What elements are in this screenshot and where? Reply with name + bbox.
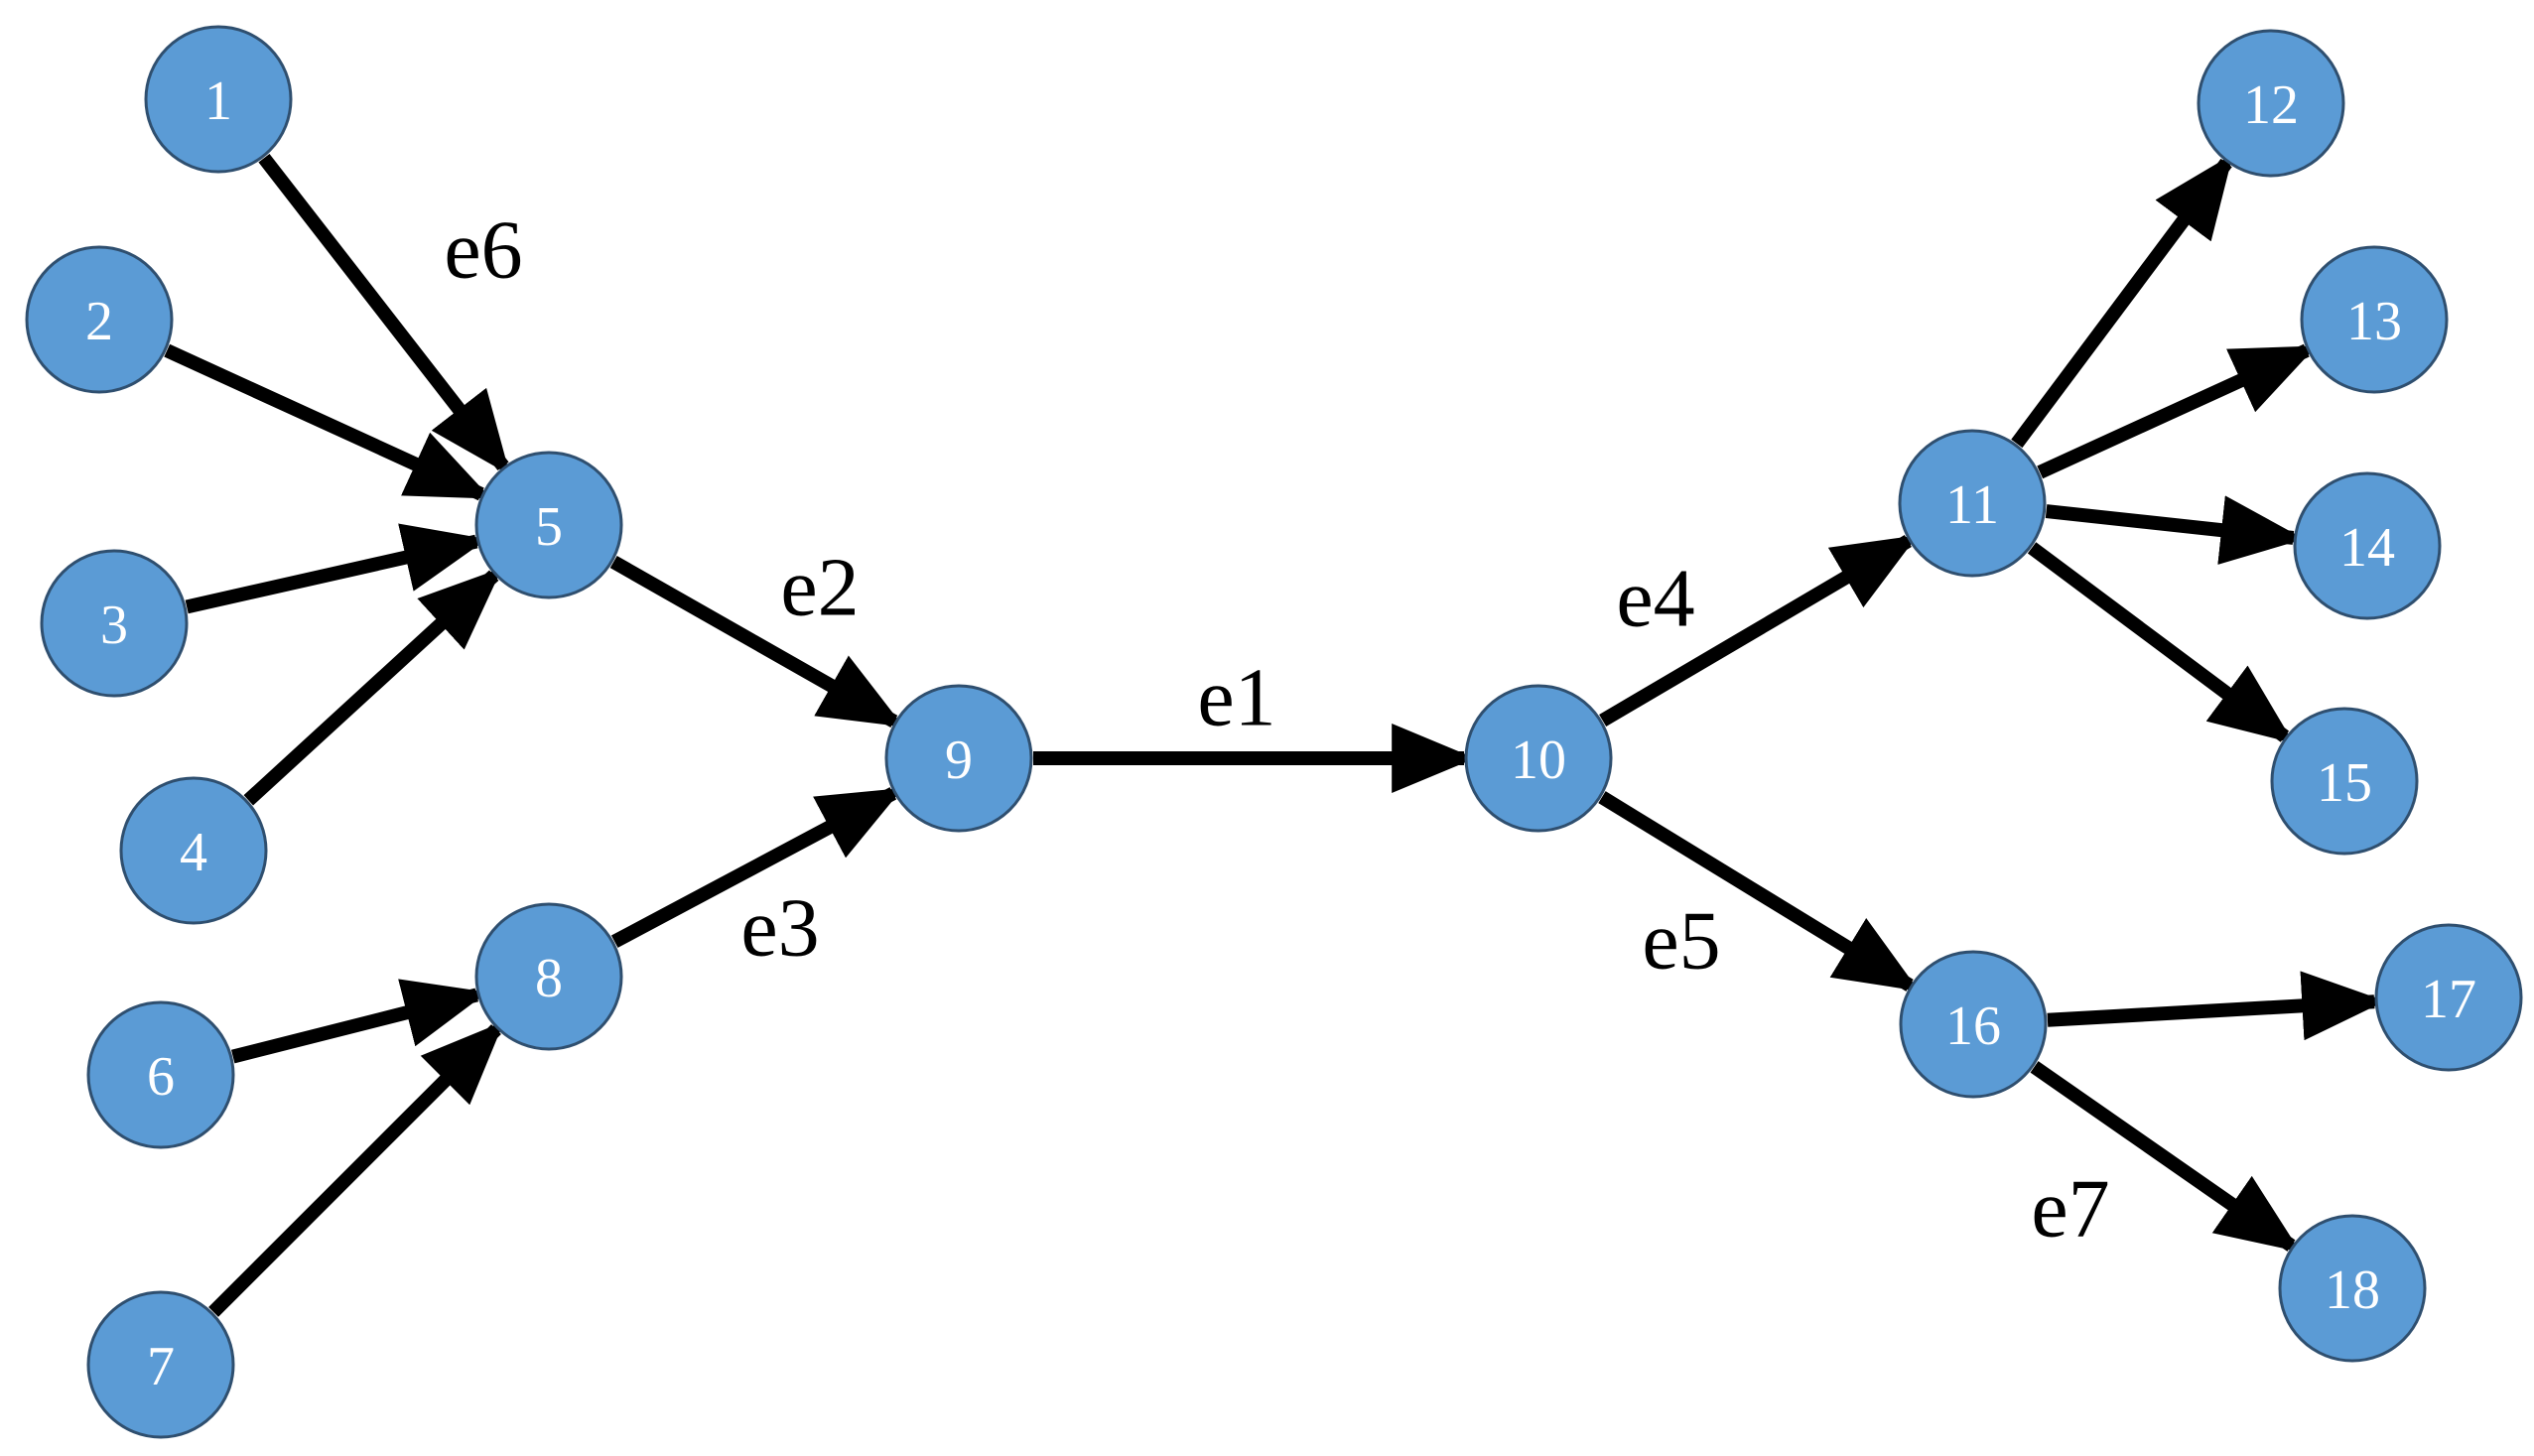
node-17: 17 bbox=[2374, 923, 2523, 1072]
node-circle bbox=[1464, 684, 1613, 833]
edge-16-17 bbox=[2047, 971, 2386, 1041]
node-label: 6 bbox=[147, 1046, 175, 1108]
node-12: 12 bbox=[2197, 29, 2345, 178]
node-11: 11 bbox=[1898, 429, 2047, 578]
node-label: 12 bbox=[2243, 74, 2299, 136]
node-label: 1 bbox=[204, 70, 232, 132]
node-circle bbox=[2197, 29, 2345, 178]
node-16: 16 bbox=[1899, 950, 2048, 1099]
node-3: 3 bbox=[40, 549, 189, 698]
node-circle bbox=[40, 549, 189, 698]
node-circle bbox=[86, 1000, 235, 1149]
edge-1-5 bbox=[258, 153, 510, 475]
node-8: 8 bbox=[474, 902, 623, 1051]
edge-label-e4: e4 bbox=[1616, 553, 1694, 645]
edge-3-5 bbox=[185, 523, 487, 614]
edge-label-e6: e6 bbox=[444, 204, 522, 297]
edge-4-5 bbox=[243, 568, 502, 806]
node-15: 15 bbox=[2270, 707, 2419, 856]
edge-label-e2: e2 bbox=[780, 542, 859, 634]
node-label: 15 bbox=[2317, 752, 2372, 814]
node-circle bbox=[474, 451, 623, 599]
node-circle bbox=[2293, 471, 2442, 620]
node-circle bbox=[25, 245, 174, 394]
node-label: 8 bbox=[535, 948, 563, 1009]
edge-11-12 bbox=[2011, 154, 2233, 449]
node-circle bbox=[474, 902, 623, 1051]
edge-11-13 bbox=[2037, 343, 2317, 479]
node-label: 3 bbox=[100, 595, 128, 656]
node-label: 10 bbox=[1511, 729, 1566, 791]
node-circle bbox=[2374, 923, 2523, 1072]
node-circle bbox=[884, 684, 1033, 833]
edge-label-e1: e1 bbox=[1197, 652, 1275, 744]
node-label: 13 bbox=[2346, 291, 2402, 352]
edge-7-8 bbox=[208, 1021, 504, 1317]
node-9: 9 bbox=[884, 684, 1033, 833]
node-label: 18 bbox=[2325, 1259, 2380, 1321]
edges-layer bbox=[164, 153, 2386, 1317]
edge-label-e5: e5 bbox=[1642, 895, 1720, 988]
node-4: 4 bbox=[119, 776, 268, 925]
edge-6-8 bbox=[230, 979, 488, 1064]
node-6: 6 bbox=[86, 1000, 235, 1149]
node-label: 2 bbox=[85, 291, 113, 352]
edge-labels-layer: e6 e2 e3 e1 e4 e5 e7 bbox=[444, 204, 2109, 1256]
edge-8-9 bbox=[610, 787, 903, 948]
node-13: 13 bbox=[2300, 245, 2449, 394]
node-circle bbox=[1899, 950, 2048, 1099]
node-label: 4 bbox=[180, 822, 207, 883]
node-label: 11 bbox=[1945, 474, 1999, 536]
node-circle bbox=[119, 776, 268, 925]
node-14: 14 bbox=[2293, 471, 2442, 620]
node-1: 1 bbox=[144, 25, 293, 174]
edge-label-e3: e3 bbox=[740, 882, 819, 975]
node-10: 10 bbox=[1464, 684, 1613, 833]
node-label: 9 bbox=[945, 729, 973, 791]
edge-label-e7: e7 bbox=[2031, 1163, 2109, 1256]
edge-10-16 bbox=[1598, 791, 1920, 992]
node-label: 14 bbox=[2339, 517, 2395, 579]
node-2: 2 bbox=[25, 245, 174, 394]
node-circle bbox=[86, 1290, 235, 1439]
edge-5-9 bbox=[609, 556, 904, 728]
node-label: 16 bbox=[1945, 995, 2001, 1057]
node-circle bbox=[144, 25, 293, 174]
node-label: 7 bbox=[147, 1336, 175, 1397]
edge-2-5 bbox=[164, 343, 491, 501]
node-7: 7 bbox=[86, 1290, 235, 1439]
node-label: 17 bbox=[2421, 969, 2476, 1030]
edge-11-15 bbox=[2027, 542, 2294, 743]
node-5: 5 bbox=[474, 451, 623, 599]
edge-16-18 bbox=[2030, 1061, 2301, 1253]
node-18: 18 bbox=[2278, 1214, 2427, 1363]
edge-11-14 bbox=[2045, 495, 2305, 565]
node-circle bbox=[2270, 707, 2419, 856]
node-label: 5 bbox=[535, 496, 563, 558]
edge-10-11 bbox=[1599, 534, 1919, 728]
node-circle bbox=[2278, 1214, 2427, 1363]
node-circle bbox=[1898, 429, 2047, 578]
node-circle bbox=[2300, 245, 2449, 394]
